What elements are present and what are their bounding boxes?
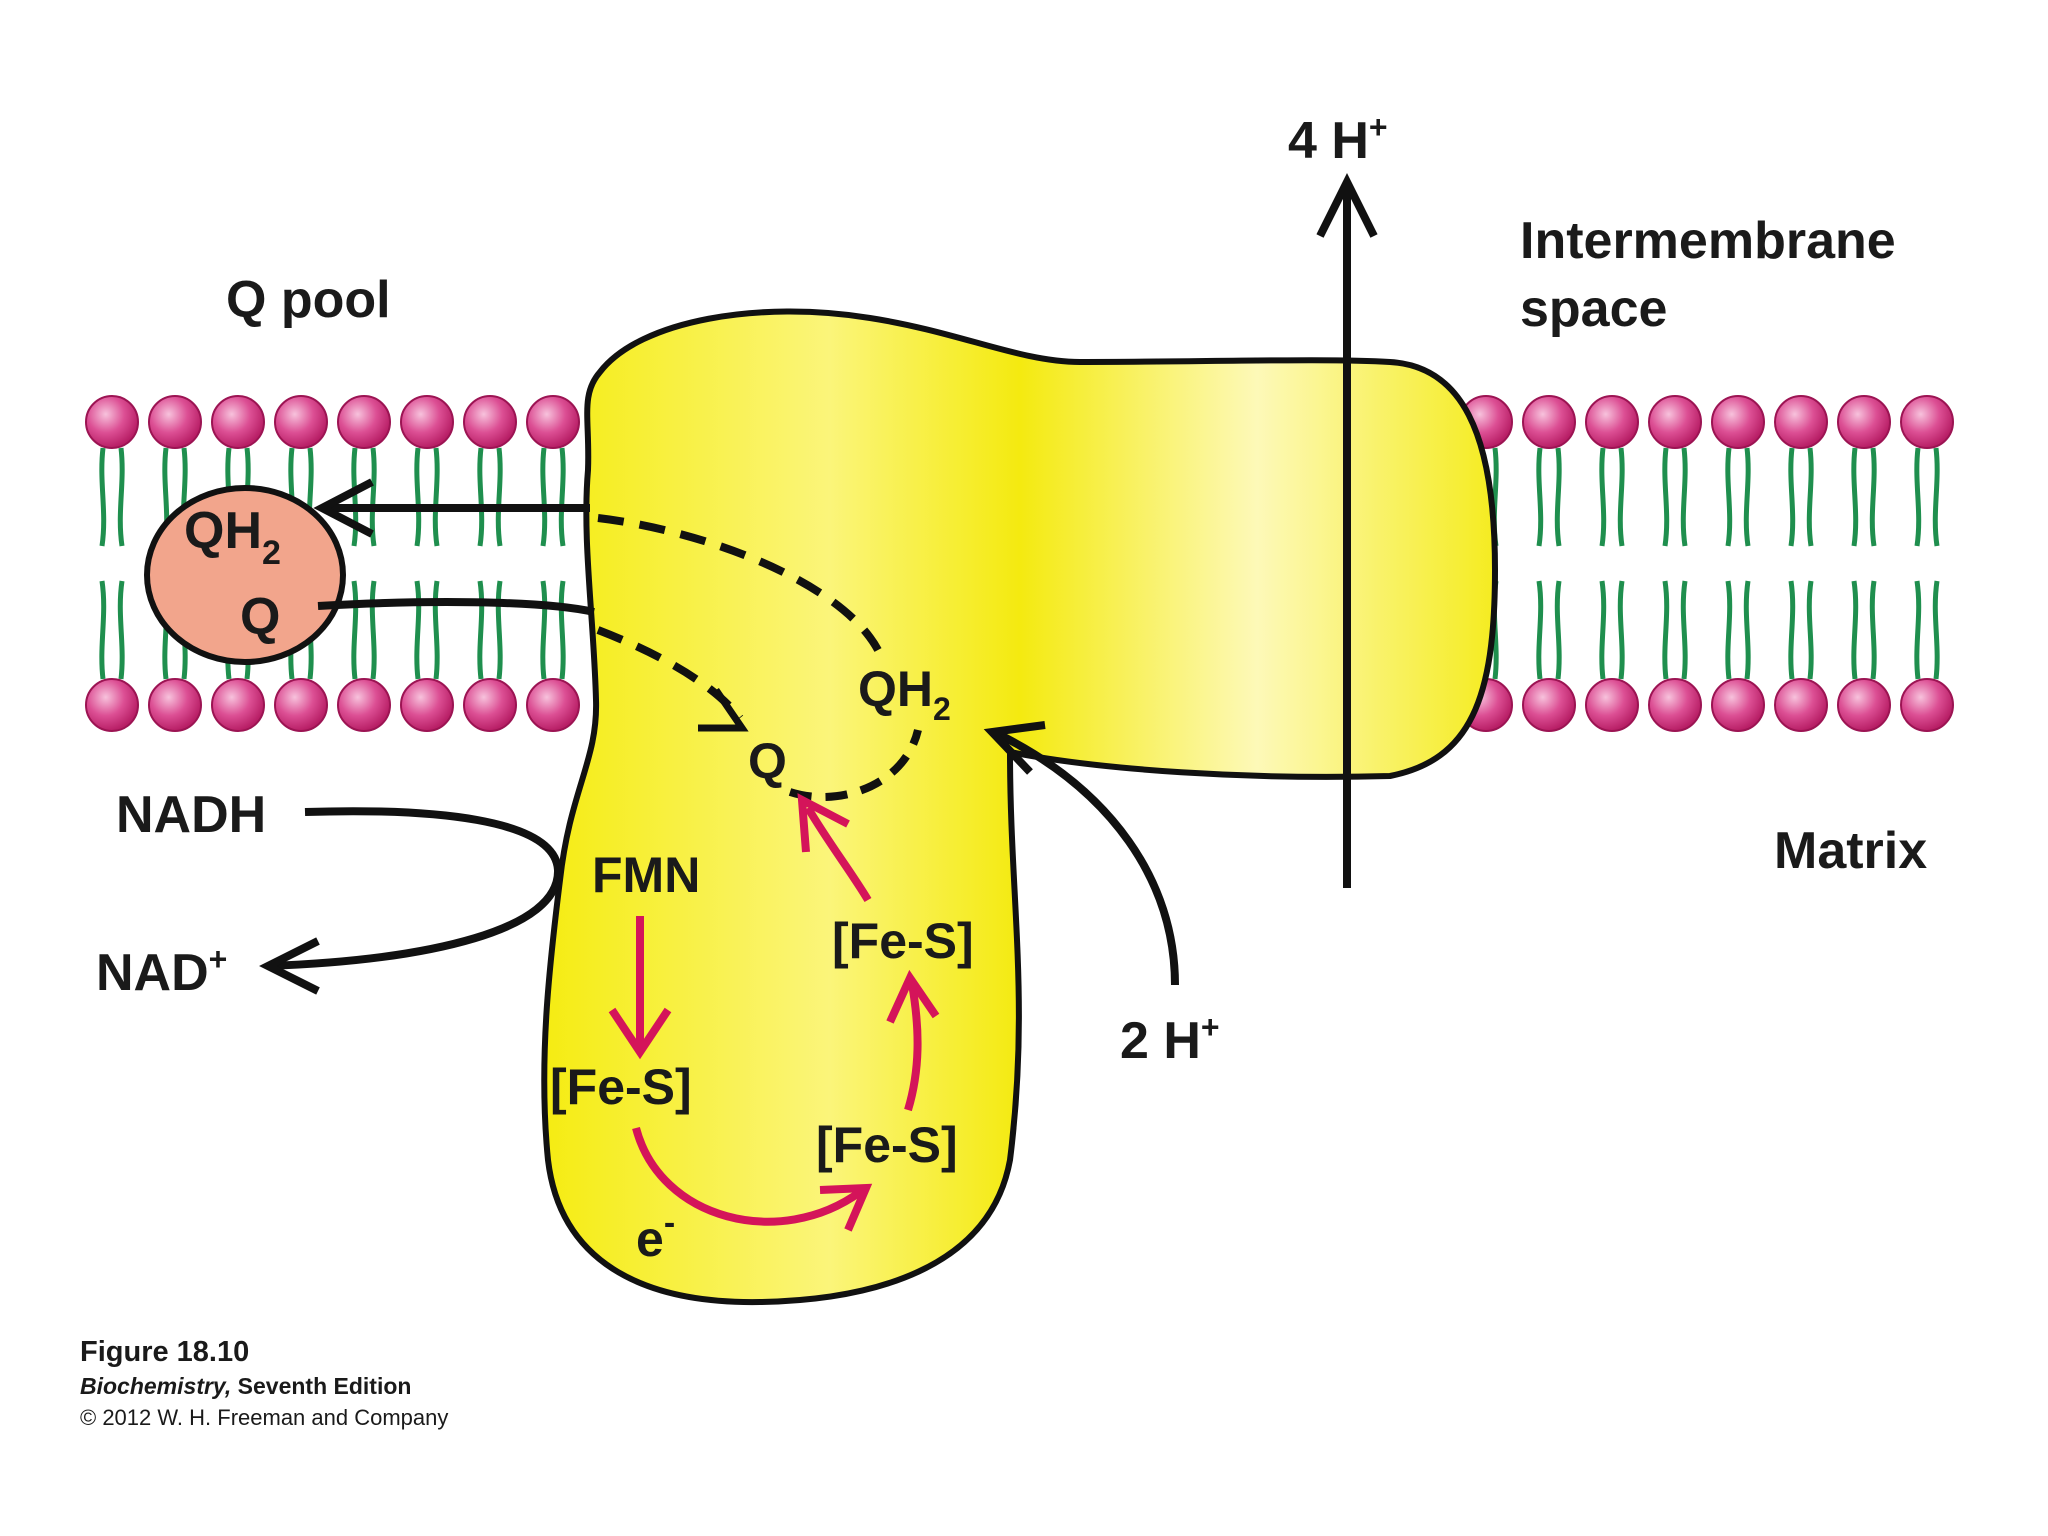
protons-out-sup: + bbox=[1369, 109, 1388, 145]
pool-qh-text: QH bbox=[184, 502, 262, 560]
electron-text: e bbox=[636, 1211, 664, 1267]
fes-up-arrow bbox=[904, 983, 922, 1112]
site-qh-text: QH bbox=[858, 661, 933, 717]
figure-number: Figure 18.10 bbox=[80, 1336, 250, 1368]
membrane-right bbox=[1460, 396, 1953, 731]
lipid-bottom bbox=[1586, 581, 1638, 731]
fes-to-q-arrow bbox=[804, 805, 872, 903]
electron-sup: - bbox=[664, 1204, 675, 1242]
lipid-top bbox=[527, 396, 579, 546]
nadh-label: NADH bbox=[116, 786, 266, 844]
lipid-bottom bbox=[1838, 581, 1890, 731]
nad-arrowhead bbox=[259, 937, 320, 995]
book-edition: Seventh Edition bbox=[231, 1373, 412, 1399]
protons-in-label: 2 H+ bbox=[1120, 1009, 1220, 1070]
q-entry-arrowhead bbox=[698, 688, 749, 732]
lipid-bottom bbox=[1775, 581, 1827, 731]
lipid-top bbox=[1775, 396, 1827, 546]
lipid-top bbox=[1712, 396, 1764, 546]
electron-path bbox=[608, 793, 940, 1232]
nad-sup: + bbox=[209, 941, 228, 977]
lipid-bottom bbox=[1523, 581, 1575, 731]
lipid-top bbox=[464, 396, 516, 546]
electron-label: e- bbox=[636, 1204, 675, 1267]
fmn-to-fes-arrowhead bbox=[608, 1007, 672, 1060]
site-qh2-label: QH2 bbox=[858, 661, 951, 727]
fes-cluster-1: [Fe-S] bbox=[550, 1059, 692, 1115]
fes-to-q-arrowhead bbox=[797, 793, 850, 853]
q-pool-oval bbox=[144, 485, 346, 665]
lipid-top bbox=[1586, 396, 1638, 546]
figure-caption: Figure 18.10 Biochemistry, Seventh Editi… bbox=[80, 1334, 448, 1434]
lipid-top bbox=[1649, 396, 1701, 546]
pool-q-label: Q bbox=[240, 588, 280, 646]
proton-out-arrowhead bbox=[1316, 173, 1378, 238]
lipid-top bbox=[1901, 396, 1953, 546]
q-uptake-line bbox=[317, 598, 595, 616]
protons-out-text: 4 H bbox=[1288, 112, 1369, 170]
lipid-bottom bbox=[1649, 581, 1701, 731]
nad-text: NAD bbox=[96, 944, 209, 1002]
protons-in-text: 2 H bbox=[1120, 1012, 1201, 1070]
lipid-top bbox=[1523, 396, 1575, 546]
lipid-bottom bbox=[86, 581, 138, 731]
lipid-top bbox=[86, 396, 138, 546]
matrix-label: Matrix bbox=[1774, 822, 1927, 880]
site-q-label: Q bbox=[748, 733, 787, 789]
complex-i-protein bbox=[541, 308, 1499, 1306]
book-title: Biochemistry, bbox=[80, 1373, 232, 1399]
fmn-label: FMN bbox=[592, 847, 700, 903]
lipid-top bbox=[1838, 396, 1890, 546]
fes-cluster-2: [Fe-S] bbox=[816, 1117, 958, 1173]
book-citation: Biochemistry, Seventh Edition bbox=[80, 1370, 448, 1402]
copyright-line: © 2012 W. H. Freeman and Company bbox=[80, 1405, 449, 1430]
lipid-top bbox=[401, 396, 453, 546]
lipid-bottom bbox=[1901, 581, 1953, 731]
qh2-exit-dashed-path bbox=[597, 514, 882, 652]
proton-in-arrow bbox=[998, 731, 1179, 986]
pool-qh2-label: QH2 bbox=[184, 502, 281, 572]
fes-to-fes-arrow bbox=[632, 1126, 863, 1226]
intermembrane-label-line2: space bbox=[1520, 280, 1667, 338]
fes-to-fes-arrowhead bbox=[819, 1183, 873, 1232]
fes-cluster-3: [Fe-S] bbox=[832, 913, 974, 969]
nadh-oxidation-arrow bbox=[267, 807, 563, 970]
protons-out-label: 4 H+ bbox=[1288, 109, 1388, 170]
pool-qh-sub: 2 bbox=[262, 534, 281, 572]
site-qh-sub: 2 bbox=[933, 691, 951, 727]
proton-in-arrowhead bbox=[983, 721, 1046, 775]
q-to-qh2-dashed-path bbox=[788, 728, 922, 801]
q-pool-label: Q pool bbox=[226, 271, 391, 329]
nad-label: NAD+ bbox=[96, 941, 227, 1002]
fes-up-arrowhead bbox=[886, 969, 940, 1024]
intermembrane-label-line1: Intermembrane bbox=[1520, 212, 1896, 270]
lipid-bottom bbox=[1712, 581, 1764, 731]
qh2-release-arrowhead bbox=[313, 478, 374, 538]
protons-in-sup: + bbox=[1201, 1009, 1220, 1045]
